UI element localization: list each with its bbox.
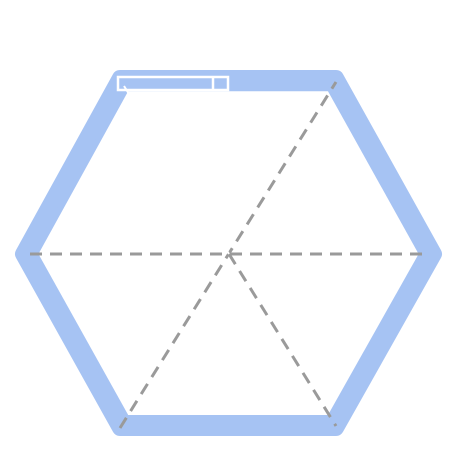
top-edge-tab (116, 75, 230, 92)
dashed-falling-diagonal-lower (227, 253, 338, 427)
solid-falling-diagonal-upper (123, 85, 230, 255)
